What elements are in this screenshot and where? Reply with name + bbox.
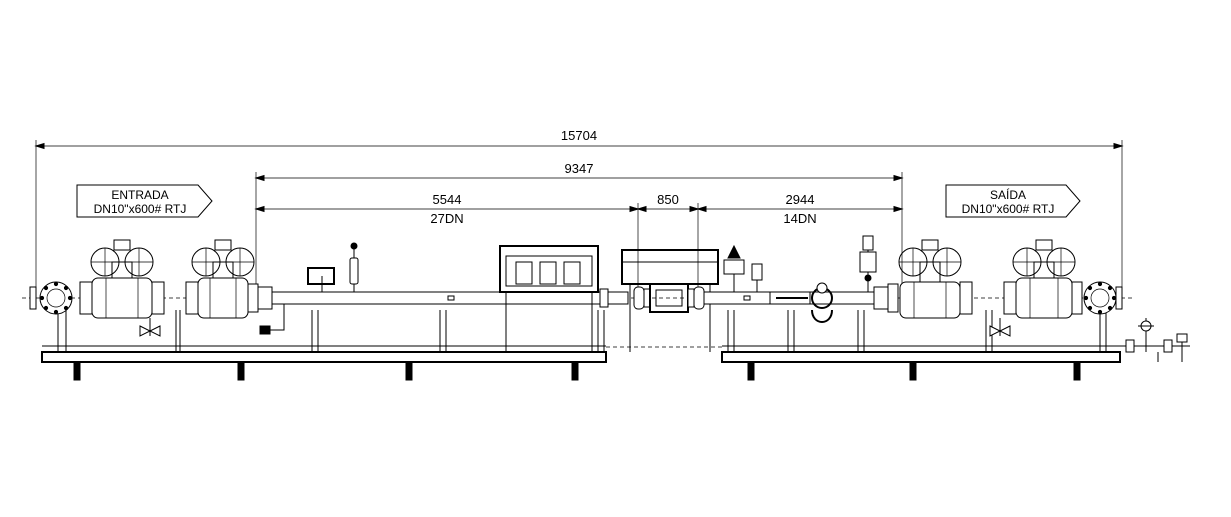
inlet-tag-spec: DN10"x600# RTJ [94,202,187,216]
upstream-pipe [247,283,629,313]
outlet-bypass-small [989,318,1011,337]
dimension-upstream-dn: 27DN [430,211,463,226]
downstream-thermowell [859,235,877,292]
inlet-valve-2 [185,239,255,319]
inlet-tag: ENTRADA DN10"x600# RTJ [76,184,213,218]
dimension-downstream-length: 2944 [786,192,815,207]
upstream-thermowell [349,242,359,292]
outlet-tag: SAÍDA DN10"x600# RTJ [945,184,1081,218]
ultrasonic-meter [621,249,719,352]
dimension-upstream-length: 5544 [433,192,462,207]
dimension-meter: 850 [636,192,700,290]
inlet-valve-1 [79,239,165,319]
dimension-meter-label: 850 [657,192,679,207]
outlet-tag-title: SAÍDA [990,187,1026,202]
outlet-valve-1 [898,239,973,319]
dimension-overall-label: 15704 [561,128,597,143]
dimension-downstream: 2944 14DN [696,192,904,226]
upstream-drain [259,304,285,335]
downstream-pressure-transmitter [723,244,763,292]
outlet-manifold [1110,318,1190,362]
downstream-sampler [769,282,833,323]
inlet-bypass-small [139,318,161,337]
outlet-flange [1083,281,1123,315]
skid-frame-right [721,310,1121,381]
dimension-overall: 15704 [34,128,1124,290]
dimension-upstream: 5544 27DN [254,192,640,290]
flow-conditioner-frame [499,245,599,352]
dimension-inner: 9347 [254,161,904,285]
dimension-inner-label: 9347 [565,161,594,176]
dimension-downstream-dn: 14DN [783,211,816,226]
outlet-valve-2 [1003,239,1083,319]
inlet-flange [29,281,73,315]
outlet-tag-spec: DN10"x600# RTJ [962,202,1055,216]
inlet-tag-title: ENTRADA [111,188,168,202]
upstream-instrument-box [307,267,335,292]
skid-frame-left [41,310,607,381]
